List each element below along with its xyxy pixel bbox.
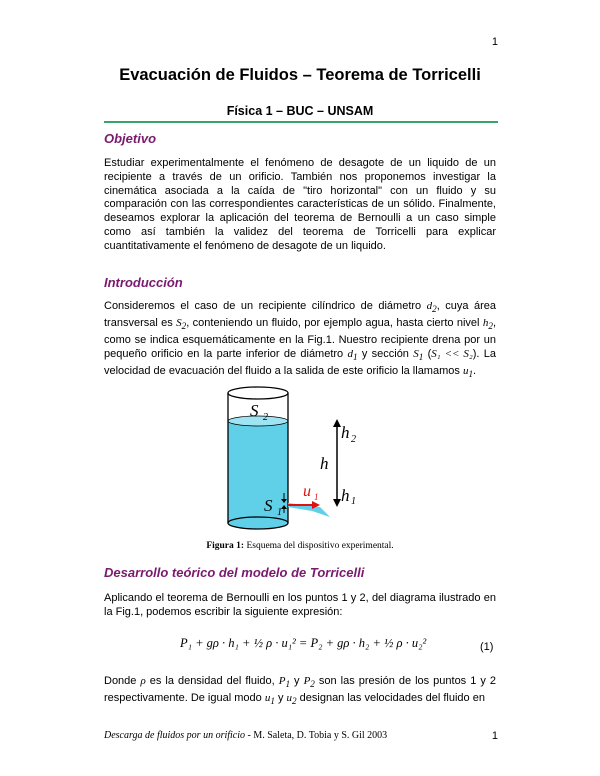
label-h1: h [341,486,350,505]
label-s1-sub: 1 [277,507,282,518]
page-title: Evacuación de Fluidos – Teorema de Torri… [119,66,481,84]
figure-caption: Figura 1: Esquema del dispositivo experi… [206,541,394,551]
page-number-bottom: 1 [491,730,498,742]
section-heading-introduccion: Introducción [104,275,183,290]
objetivo-paragraph: Estudiar experimentalmente el fenómeno d… [104,157,496,252]
label-u1-sub: 1 [314,492,319,502]
desarrollo-paragraph: Aplicando el teorema de Bernoulli en los… [104,592,496,618]
desarrollo-after-paragraph: Donde ρ es la densidad del fluido, P1 y … [104,675,496,707]
label-s2-sub: 2 [263,412,268,423]
bernoulli-equation: P₁ + gρ · h₁ + ½ ρ · u₁² = P₂ + gρ · h₂ … [180,636,427,650]
label-s2: S [250,401,259,420]
page-number-top: 1 [491,36,498,48]
water-fill [228,421,288,523]
label-h2: h [341,423,350,442]
label-h: h [320,454,329,473]
label-s1: S [264,496,273,515]
section-heading-desarrollo: Desarrollo teórico del modelo de Torrice… [104,565,365,580]
label-h2-sub: 2 [351,434,356,445]
label-u1: u [303,483,311,500]
footer-citation: Descarga de fluidos por un orificio - M.… [104,730,388,741]
section-heading-objetivo: Objetivo [104,131,157,146]
label-h1-sub: 1 [351,496,356,507]
introduccion-paragraph: Consideremos el caso de un recipiente ci… [104,300,497,379]
equation-number: (1) [480,641,494,653]
figure-1-diagram: S 2 S 1 u 1 h 2 h h 1 [227,386,356,530]
title-divider [104,121,498,123]
page-subtitle: Física 1 – BUC – UNSAM [226,104,374,118]
